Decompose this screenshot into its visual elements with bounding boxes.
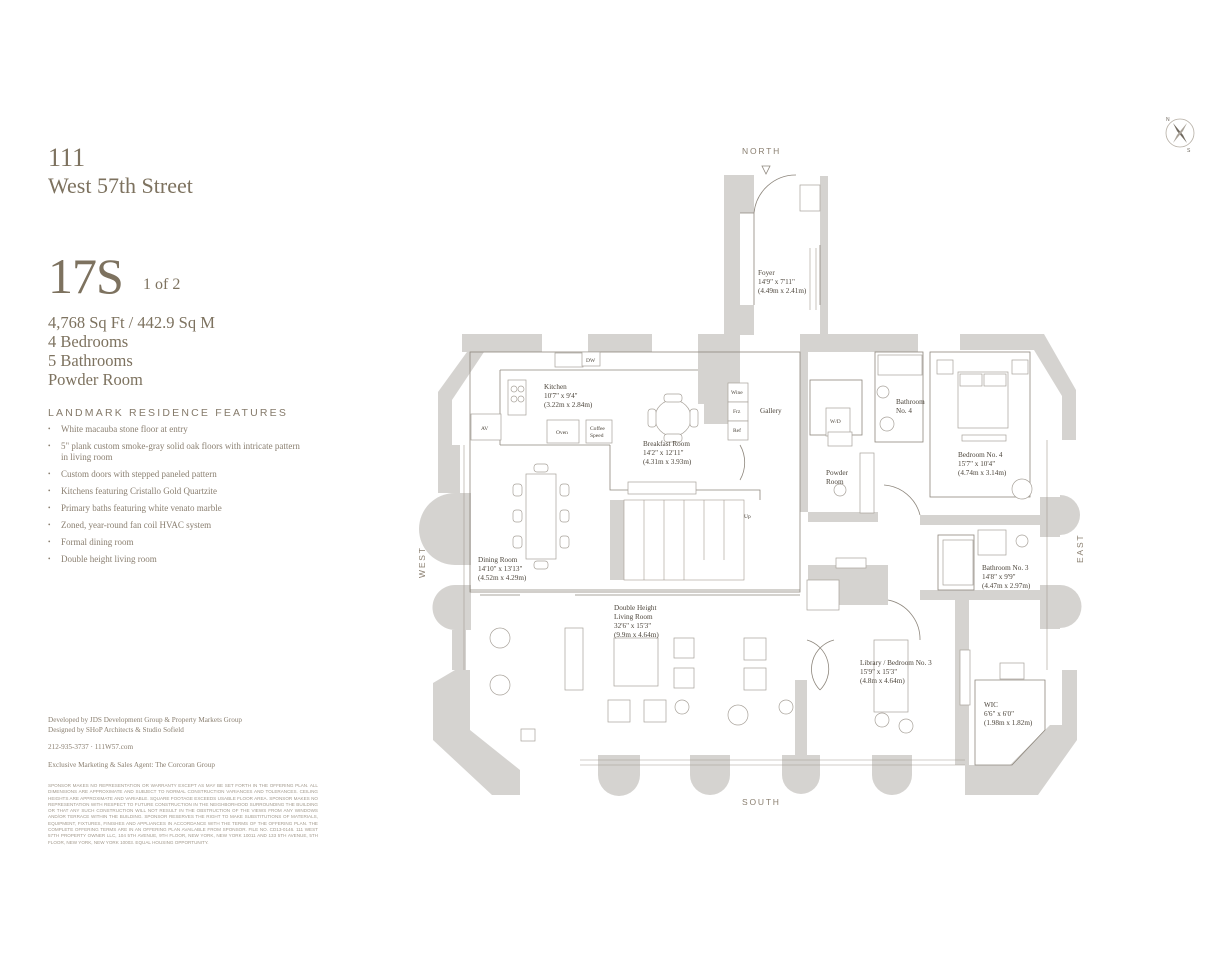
room-breakfast-name: Breakfast Room <box>643 440 690 448</box>
sink-icon <box>879 416 895 432</box>
spec-powder-room: Powder Room <box>48 370 143 389</box>
toilet-icon <box>876 385 890 399</box>
stair-up-label: Up <box>744 514 751 520</box>
fixture-labels: DW AV Oven Coffee Speed Wine Frz Ref W/D… <box>481 358 841 520</box>
room-kitchen-dims: 10'7" x 9'4" <box>544 392 578 400</box>
feature-item: White macauba stone floor at entry <box>48 424 308 435</box>
features-list: White macauba stone floor at entry 5" pl… <box>48 424 308 571</box>
room-powder-name: Powder <box>826 469 849 477</box>
fixture-oven: Oven <box>556 430 568 436</box>
unit-number: 17S <box>48 248 124 304</box>
room-living-name2: Living Room <box>614 613 653 621</box>
developer-credit: Developed by JDS Development Group & Pro… <box>48 716 243 724</box>
fixture-washer-dryer: W/D <box>830 419 841 425</box>
room-dining-metric: (4.52m x 4.29m) <box>478 574 527 582</box>
building-number: 111 <box>48 143 86 172</box>
fixture-av: AV <box>481 426 488 432</box>
room-wic-name: WIC <box>984 701 998 709</box>
feature-item: Custom doors with stepped paneled patter… <box>48 469 308 480</box>
room-living-name: Double Height <box>614 604 657 612</box>
spec-area: 4,768 Sq Ft / 442.9 Sq M <box>48 313 215 332</box>
sales-agent-credit: Exclusive Marketing & Sales Agent: The C… <box>48 761 215 769</box>
svg-text:S: S <box>1187 148 1191 154</box>
room-bath4-name: Bathroom <box>896 398 925 406</box>
legal-disclaimer: SPONSOR MAKES NO REPRESENTATION OR WARRA… <box>48 783 318 845</box>
room-dining-dims: 14'10" x 13'13" <box>478 565 522 573</box>
room-bath3-metric: (4.47m x 2.97m) <box>982 582 1031 590</box>
room-breakfast-metric: (4.31m x 3.93m) <box>643 458 692 466</box>
room-bedroom4-name: Bedroom No. 4 <box>958 451 1003 459</box>
sofa <box>564 627 584 691</box>
coffee-table <box>613 637 659 687</box>
room-bath4-name2: No. 4 <box>896 407 912 415</box>
coffee-cabinet <box>585 419 613 444</box>
svg-text:N: N <box>1166 117 1170 123</box>
building-street: West 57th Street <box>48 173 193 198</box>
fixture-coffee: Coffee <box>590 425 605 432</box>
plant-icon <box>799 184 821 212</box>
compass-north-label: NORTH <box>742 146 782 156</box>
plant-icon <box>977 529 1007 556</box>
room-foyer-dims: 14'9" x 7'11" <box>758 278 795 286</box>
features-heading: LANDMARK RESIDENCE FEATURES <box>48 407 289 419</box>
room-library-metric: (4.8m x 4.64m) <box>860 677 905 685</box>
sink-icon <box>999 662 1025 680</box>
library-bed <box>873 639 909 713</box>
room-bedroom4-dims: 15'7" x 10'4" <box>958 460 995 468</box>
room-living-dims: 32'6" x 15'3" <box>614 622 651 630</box>
washer-dryer <box>825 407 851 437</box>
room-kitchen-metric: (3.22m x 2.84m) <box>544 401 593 409</box>
feature-item: Primary baths featuring white venato mar… <box>48 503 308 514</box>
feature-item: Zoned, year-round fan coil HVAC system <box>48 520 308 531</box>
furniture <box>470 184 1033 742</box>
av-cabinet <box>470 413 502 441</box>
feature-item: 5" plank custom smoke-gray solid oak flo… <box>48 441 308 463</box>
fixture-dw: DW <box>586 358 596 364</box>
compass-rose-icon: N S <box>1165 117 1195 154</box>
fixture-freezer: Frz <box>733 409 741 415</box>
oven-cabinet <box>546 419 580 444</box>
kitchen-sink-icon <box>554 352 584 368</box>
room-bath3-dims: 14'8" x 9'9" <box>982 573 1016 581</box>
shower-icon <box>942 539 974 586</box>
room-labels: Foyer 14'9" x 7'11" (4.49m x 2.41m) Kitc… <box>478 269 1033 727</box>
fixture-wine: Wine <box>731 390 743 396</box>
room-wic-metric: (1.98m x 1.82m) <box>984 719 1033 727</box>
breakfast-table <box>654 399 692 437</box>
room-powder-name2: Room <box>826 478 844 486</box>
room-foyer-name: Foyer <box>758 269 775 277</box>
room-bedroom4-metric: (4.74m x 3.14m) <box>958 469 1007 477</box>
floor-plan-lines <box>463 174 1048 766</box>
spec-bedrooms: 4 Bedrooms <box>48 332 129 351</box>
room-breakfast-dims: 14'2" x 12'11" <box>643 449 684 457</box>
room-bath3-name: Bathroom No. 3 <box>982 564 1029 572</box>
fixture-refrigerator: Ref <box>733 427 741 434</box>
bathtub-icon <box>877 354 923 376</box>
fixture-speed: Speed <box>590 433 604 439</box>
room-wic-dims: 6'6" x 6'0" <box>984 710 1014 718</box>
room-living-metric: (9.9m x 4.64m) <box>614 631 659 639</box>
spec-bathrooms: 5 Bathrooms <box>48 351 133 370</box>
contact-info: 212-935-3737 · 111W57.com <box>48 743 134 751</box>
room-library-name: Library / Bedroom No. 3 <box>860 659 932 667</box>
entry-arrow-icon <box>761 165 771 175</box>
dining-table <box>525 473 557 560</box>
feature-item: Kitchens featuring Cristallo Gold Quartz… <box>48 486 308 497</box>
compass-south-label: SOUTH <box>742 797 781 807</box>
room-dining-name: Dining Room <box>478 556 518 564</box>
room-gallery-name: Gallery <box>760 407 782 415</box>
room-library-dims: 15'9" x 15'3" <box>860 668 897 676</box>
designer-credit: Designed by SHoP Architects & Studio Sof… <box>48 726 184 734</box>
feature-item: Double height living room <box>48 554 308 565</box>
room-kitchen-name: Kitchen <box>544 383 567 391</box>
feature-item: Formal dining room <box>48 537 308 548</box>
room-foyer-metric: (4.49m x 2.41m) <box>758 287 807 295</box>
unit-page-indicator: 1 of 2 <box>143 276 181 293</box>
